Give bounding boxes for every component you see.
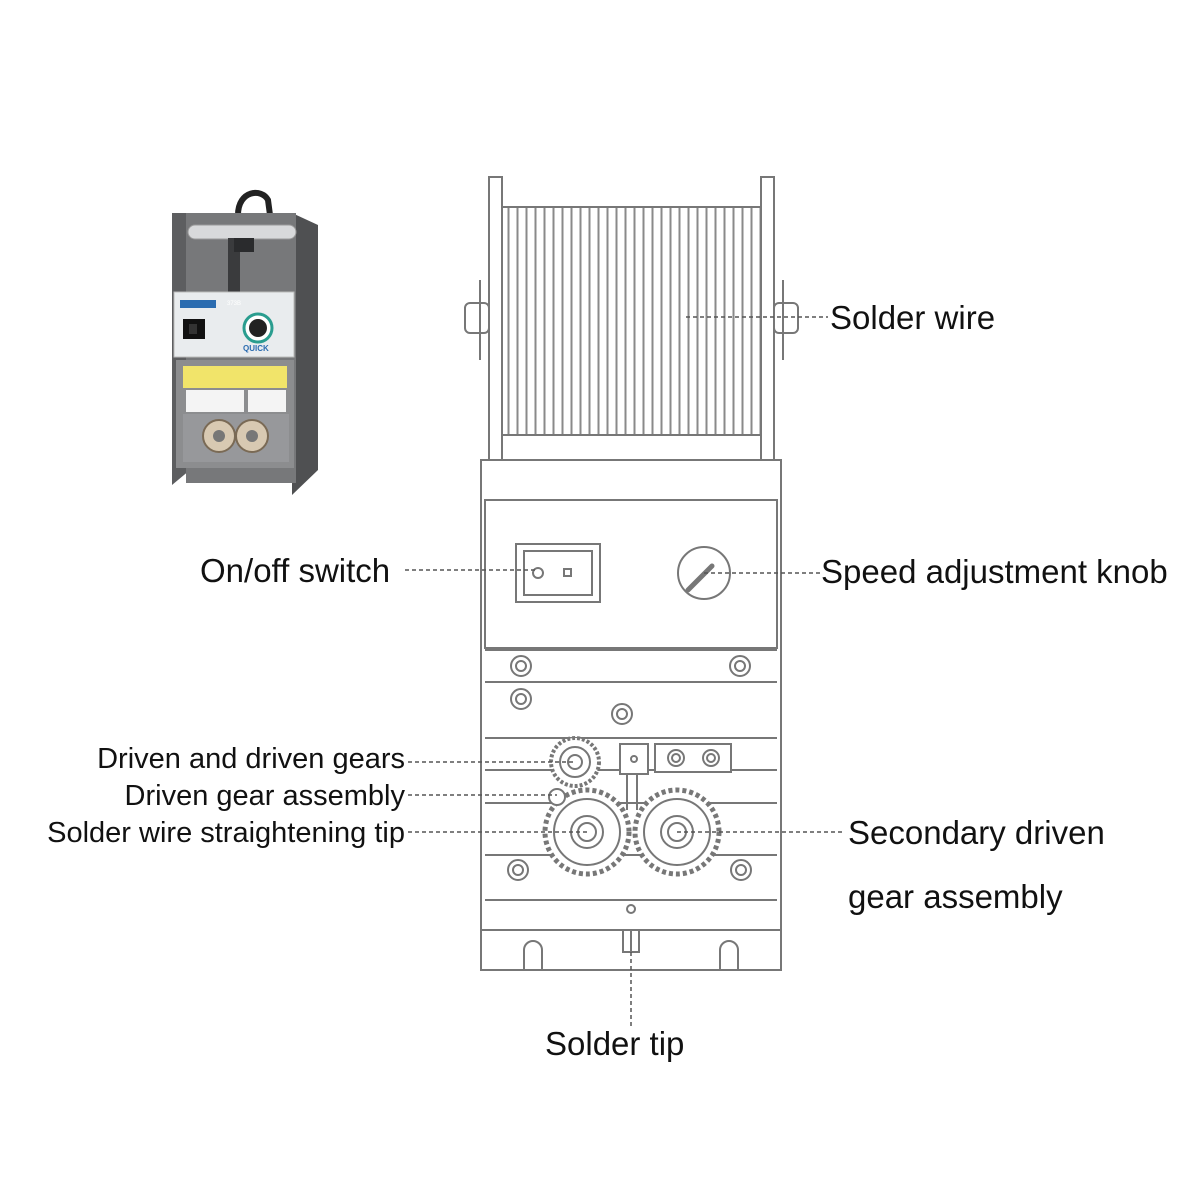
left-spool-bracket bbox=[488, 176, 503, 466]
label-onoff-switch: On/off switch bbox=[200, 552, 391, 589]
label-solder-wire: Solder wire bbox=[830, 299, 996, 336]
callout-leaders bbox=[405, 316, 845, 1028]
right-axle-knob bbox=[773, 302, 799, 334]
photo-model: 373B bbox=[227, 301, 241, 307]
solder-wire-coil bbox=[501, 206, 762, 436]
label-secondary-line1: Secondary driven bbox=[848, 814, 1105, 851]
label-driven-gear-assembly: Driven gear assembly bbox=[124, 780, 405, 812]
label-straightening-tip: Solder wire straightening tip bbox=[47, 817, 405, 849]
label-speed-knob: Speed adjustment knob bbox=[821, 553, 1168, 590]
left-axle-knob bbox=[464, 302, 490, 334]
label-solder-tip: Solder tip bbox=[545, 1025, 685, 1062]
feeder-line-drawing bbox=[464, 176, 799, 971]
right-spool-bracket bbox=[760, 176, 775, 466]
label-driven-gears: Driven and driven gears bbox=[97, 743, 405, 775]
product-photo: QUICK 373B bbox=[172, 189, 318, 495]
label-secondary-line2: gear assembly bbox=[848, 878, 1063, 915]
photo-brand: QUICK bbox=[243, 344, 269, 353]
